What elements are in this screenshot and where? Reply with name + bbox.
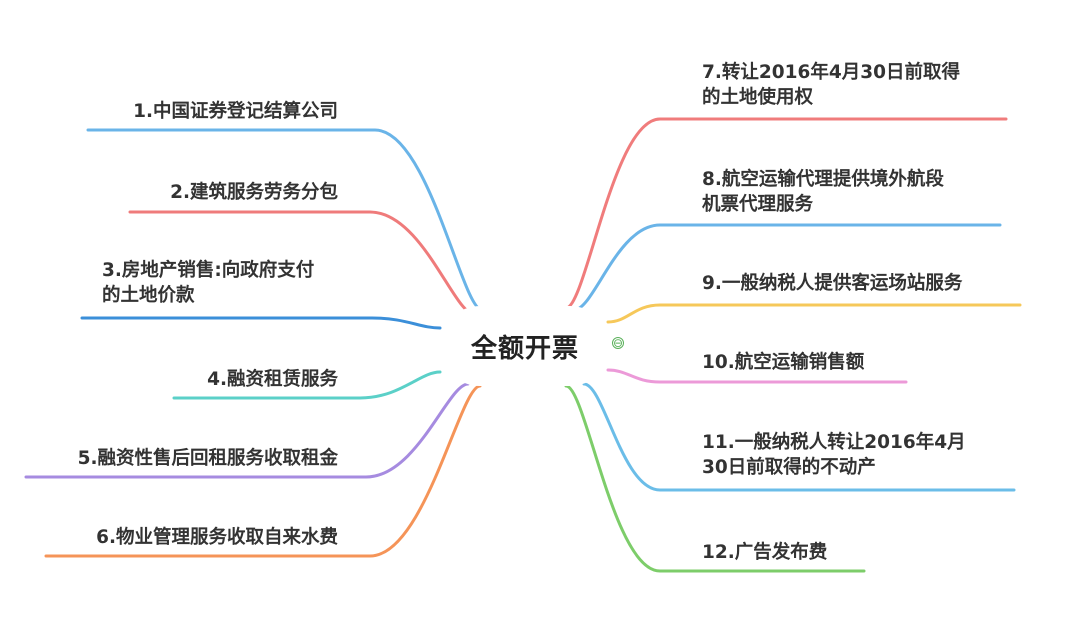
left-branch-1 — [86, 128, 484, 312]
collapse-icon[interactable]: ⊖ — [612, 336, 624, 350]
topic-9-line-1: 9.一般纳税人提供客运场站服务 — [702, 273, 963, 294]
central-topic[interactable]: 全额开票 — [440, 306, 610, 386]
topic-8[interactable]: 8.航空运输代理提供境外航段 机票代理服务 — [702, 167, 944, 217]
topic-12[interactable]: 12.广告发布费 — [702, 540, 827, 565]
topic-10-line-1: 10.航空运输销售额 — [702, 352, 865, 373]
topic-2-line-1: 2.建筑服务劳务分包 — [170, 182, 338, 203]
topic-1-line-1: 1.中国证券登记结算公司 — [133, 101, 338, 122]
left-branch-6 — [44, 384, 482, 558]
topic-2[interactable]: 2.建筑服务劳务分包 — [170, 180, 338, 205]
right-branch-1 — [564, 117, 1008, 310]
topic-3-line-2: 的土地价款 — [102, 285, 195, 306]
topic-6-line-1: 6.物业管理服务收取自来水费 — [96, 527, 338, 548]
topic-11-line-2: 30日前取得的不动产 — [702, 457, 876, 478]
right-branch-6 — [564, 384, 866, 573]
topic-5[interactable]: 5.融资性售后回租服务收取租金 — [78, 446, 338, 471]
topic-8-line-1: 8.航空运输代理提供境外航段 — [702, 169, 944, 190]
right-branch-5 — [582, 382, 1016, 492]
topic-1[interactable]: 1.中国证券登记结算公司 — [133, 99, 338, 124]
topic-3[interactable]: 3.房地产销售:向政府支付 的土地价款 — [102, 258, 314, 308]
topic-7[interactable]: 7.转让2016年4月30日前取得 的土地使用权 — [702, 60, 960, 110]
topic-3-line-1: 3.房地产销售:向政府支付 — [102, 260, 315, 281]
topic-6[interactable]: 6.物业管理服务收取自来水费 — [96, 525, 338, 550]
left-branch-4 — [172, 370, 442, 400]
topic-11[interactable]: 11.一般纳税人转让2016年4月 30日前取得的不动产 — [702, 430, 966, 480]
right-branch-4 — [606, 368, 908, 384]
topic-10[interactable]: 10.航空运输销售额 — [702, 350, 864, 375]
topic-7-line-1: 7.转让2016年4月30日前取得 — [702, 62, 961, 83]
topic-11-line-1: 11.一般纳税人转让2016年4月 — [702, 432, 966, 453]
topic-7-line-2: 的土地使用权 — [702, 87, 814, 108]
topic-8-line-2: 机票代理服务 — [702, 194, 814, 215]
topic-9[interactable]: 9.一般纳税人提供客运场站服务 — [702, 271, 962, 296]
topic-4-line-1: 4.融资租赁服务 — [207, 369, 338, 390]
left-branch-5 — [24, 382, 470, 479]
topic-12-line-1: 12.广告发布费 — [702, 542, 828, 563]
right-branch-3 — [606, 303, 1022, 324]
central-topic-label: 全额开票 — [470, 333, 579, 364]
topic-5-line-1: 5.融资性售后回租服务收取租金 — [77, 448, 338, 469]
right-branch-2 — [572, 223, 1002, 312]
topic-4[interactable]: 4.融资租赁服务 — [207, 367, 338, 392]
left-branch-3 — [80, 316, 442, 330]
